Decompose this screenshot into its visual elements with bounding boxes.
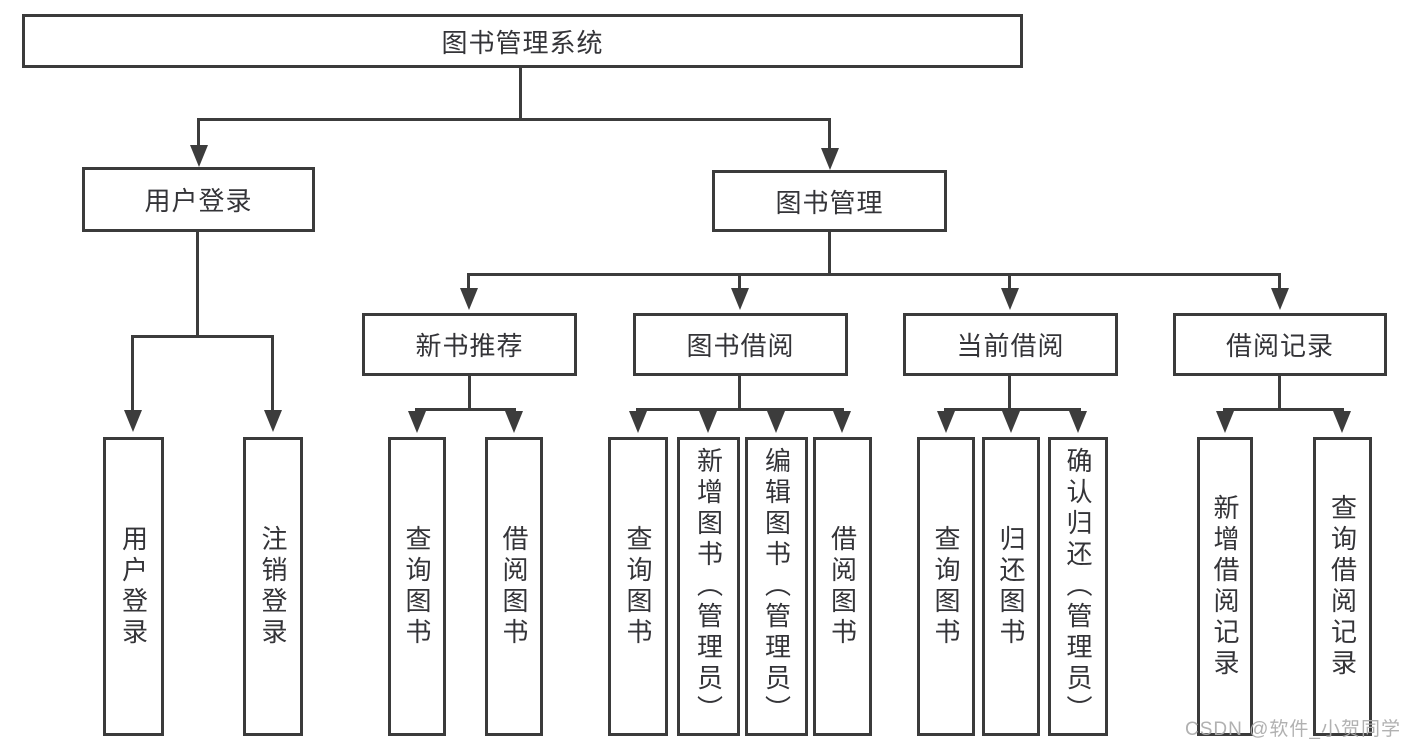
arrow-down-icon <box>408 411 426 433</box>
arrow-down-icon <box>699 411 717 433</box>
node-user-login: 用户登录 <box>82 167 315 232</box>
arrow-down-icon <box>731 288 749 310</box>
arrow-down-icon <box>1216 411 1234 433</box>
connector-line <box>1278 376 1281 411</box>
connector-line <box>828 232 831 276</box>
node-label: 图书管理 <box>775 187 884 218</box>
node-leaf-add-books-admin: 新增图书（管理员） <box>677 437 740 736</box>
connector-line <box>468 376 471 411</box>
node-label: 借阅记录 <box>1225 331 1334 361</box>
node-leaf-borrow-books-1: 借阅图书 <box>485 437 543 736</box>
node-label: 查询借阅记录 <box>1327 493 1358 680</box>
node-leaf-edit-books-admin: 编辑图书（管理员） <box>745 437 808 736</box>
node-leaf-add-borrow-record: 新增借阅记录 <box>1197 437 1253 736</box>
connector-line <box>1223 408 1344 411</box>
connector-line <box>131 335 134 412</box>
node-leaf-logout: 注销登录 <box>243 437 303 736</box>
node-label: 用户登录 <box>144 186 253 216</box>
connector-line <box>467 273 470 290</box>
node-new-book-recommend: 新书推荐 <box>362 313 577 376</box>
arrow-down-icon <box>821 148 839 170</box>
node-current-borrowing: 当前借阅 <box>903 313 1118 376</box>
arrow-down-icon <box>1001 288 1019 310</box>
connector-line <box>467 273 1281 276</box>
connector-line <box>738 273 741 290</box>
node-label: 新增图书（管理员） <box>693 447 724 726</box>
csdn-watermark: CSDN @软件_小贺同学 <box>1185 719 1401 740</box>
node-label: 借阅图书 <box>827 524 858 649</box>
node-leaf-user-login: 用户登录 <box>103 437 164 736</box>
node-leaf-confirm-return-admin: 确认归还（管理员） <box>1048 437 1108 736</box>
node-label: 查询图书 <box>931 524 961 649</box>
connector-line <box>197 118 200 146</box>
node-label: 图书管理系统 <box>441 27 604 58</box>
connector-line <box>636 408 844 411</box>
connector-line <box>1008 273 1011 290</box>
arrow-down-icon <box>124 410 142 432</box>
connector-line <box>519 67 522 120</box>
node-leaf-query-books-1: 查询图书 <box>388 437 446 736</box>
connector-line <box>131 335 274 338</box>
arrow-down-icon <box>1271 288 1289 310</box>
connector-line <box>415 408 516 411</box>
node-label: 查询图书 <box>623 524 653 649</box>
connector-line <box>1008 376 1011 411</box>
arrow-down-icon <box>937 411 955 433</box>
node-leaf-borrow-books-2: 借阅图书 <box>813 437 872 736</box>
node-book-management: 图书管理 <box>712 170 947 232</box>
arrow-down-icon <box>767 411 785 433</box>
arrow-down-icon <box>460 288 478 310</box>
node-label: 注销登录 <box>258 524 288 649</box>
node-book-borrowing: 图书借阅 <box>633 313 848 376</box>
connector-line <box>197 118 831 121</box>
connector-line <box>196 232 199 338</box>
connector-line <box>1278 273 1281 290</box>
arrow-down-icon <box>1333 411 1351 433</box>
node-label: 新增借阅记录 <box>1210 493 1240 680</box>
arrow-down-icon <box>190 145 208 167</box>
node-label: 查询图书 <box>402 524 432 649</box>
node-label: 借阅图书 <box>499 524 529 649</box>
node-label: 当前借阅 <box>956 331 1065 361</box>
arrow-down-icon <box>1069 411 1087 433</box>
arrow-down-icon <box>505 411 523 433</box>
node-root-system: 图书管理系统 <box>22 14 1023 68</box>
node-leaf-query-borrow-record: 查询借阅记录 <box>1313 437 1372 736</box>
arrow-down-icon <box>629 411 647 433</box>
node-label: 确认归还（管理员） <box>1063 447 1093 726</box>
connector-line <box>271 335 274 412</box>
connector-line <box>944 408 1081 411</box>
arrow-down-icon <box>1002 411 1020 433</box>
node-label: 新书推荐 <box>415 331 524 361</box>
node-leaf-return-books: 归还图书 <box>982 437 1040 736</box>
connector-line <box>828 118 831 150</box>
node-leaf-query-books-3: 查询图书 <box>917 437 975 736</box>
node-label: 用户登录 <box>118 524 149 649</box>
arrow-down-icon <box>264 410 282 432</box>
node-borrowing-records: 借阅记录 <box>1173 313 1387 376</box>
connector-line <box>738 376 741 411</box>
node-label: 图书借阅 <box>686 331 795 361</box>
arrow-down-icon <box>833 411 851 433</box>
node-leaf-query-books-2: 查询图书 <box>608 437 668 736</box>
node-label: 编辑图书（管理员） <box>761 447 792 726</box>
node-label: 归还图书 <box>996 524 1026 649</box>
